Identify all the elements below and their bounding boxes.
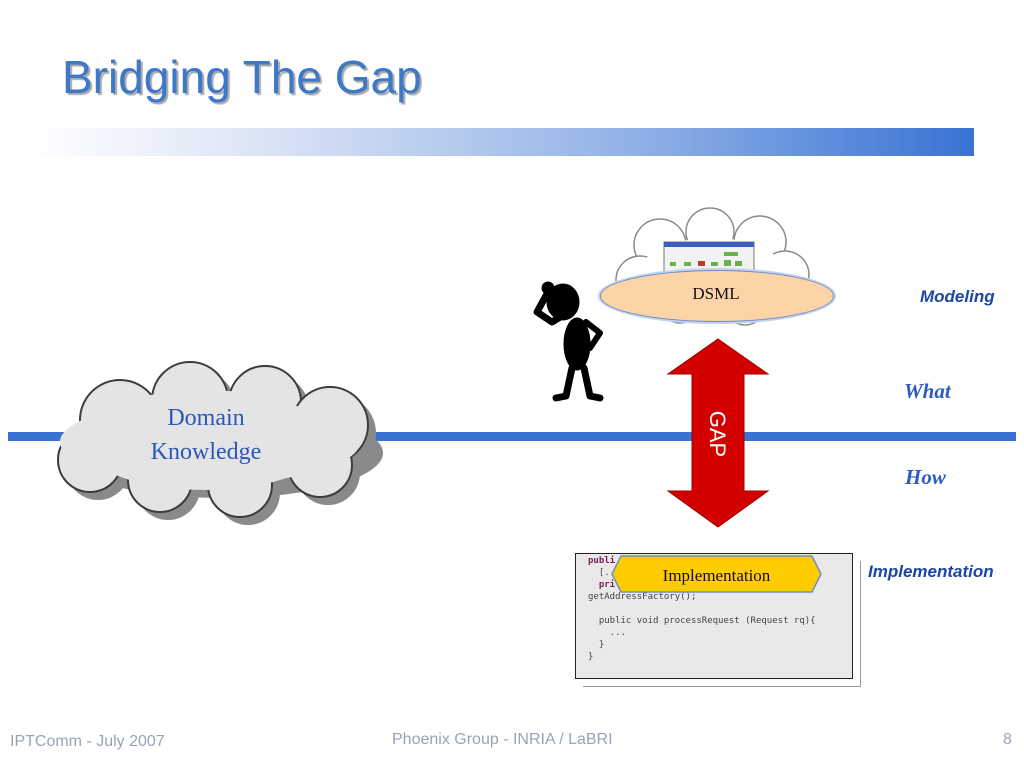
code-line: [.. <box>588 568 616 578</box>
slide-title: Bridging The Gap <box>62 51 422 103</box>
code-line: public void processRequest (Request rq){ <box>588 616 816 626</box>
code-line: } <box>588 640 605 650</box>
modeling-tool-thumbnail <box>663 241 755 273</box>
dsml-ellipse <box>600 270 834 322</box>
code-line: } <box>588 652 594 662</box>
horizontal-divider-line <box>8 432 1016 441</box>
gap-label: GAP <box>705 411 730 457</box>
what-label: What <box>904 379 951 403</box>
domain-knowledge-cloud <box>57 361 369 518</box>
footer-event: IPTComm - July 2007 <box>10 733 165 750</box>
dsml-label: DSML <box>692 284 740 303</box>
code-line: getAddressFactory(); <box>588 592 697 602</box>
cloud-label-line1: Domain <box>167 405 244 431</box>
title-gradient-bar <box>28 128 974 156</box>
gap-double-arrow <box>666 338 770 528</box>
implementation-hexagon <box>611 555 822 593</box>
implementation-side-label: Implementation <box>868 562 994 581</box>
footer-organization: Phoenix Group - INRIA / LaBRI <box>392 731 613 748</box>
code-line: pri <box>588 580 616 590</box>
footer-page-number: 8 <box>1003 731 1012 748</box>
how-label: How <box>905 465 946 489</box>
cloud-label-line2: Knowledge <box>151 439 262 465</box>
code-line: ... <box>588 628 626 638</box>
code-line: publi <box>588 556 616 566</box>
thinking-person-icon <box>533 281 604 402</box>
modeling-label: Modeling <box>920 287 995 306</box>
implementation-label: Implementation <box>662 566 771 585</box>
